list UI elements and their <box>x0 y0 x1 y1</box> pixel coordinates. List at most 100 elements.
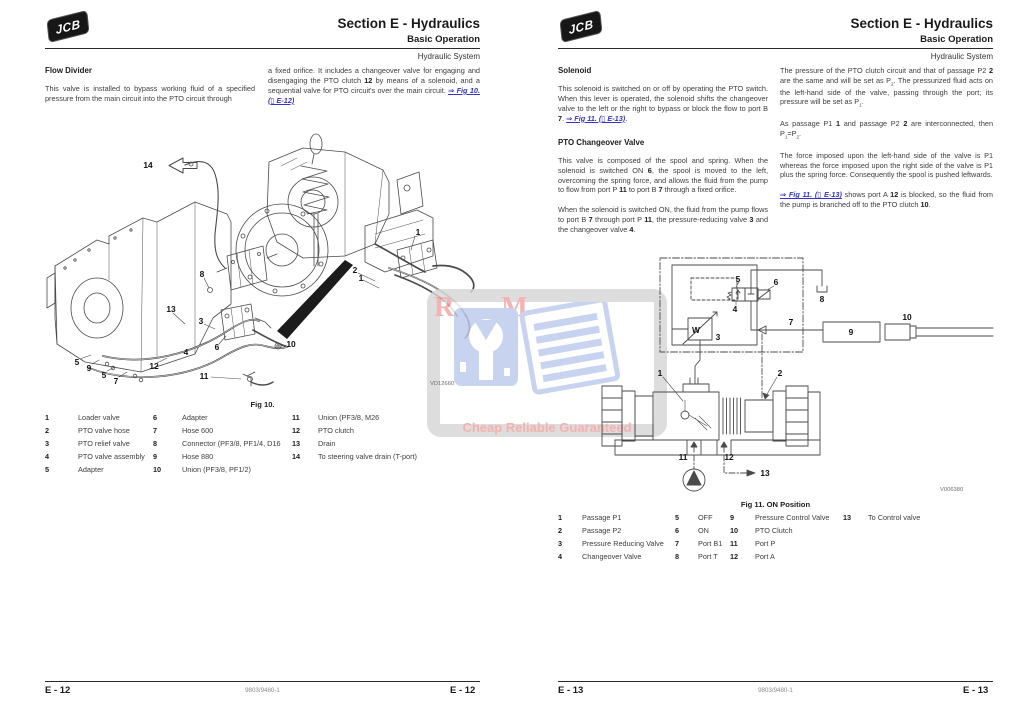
legend-number: 3 <box>558 539 563 548</box>
legend-label: Adapter <box>182 413 208 422</box>
paragraph: This valve is composed of the spool and … <box>558 155 769 195</box>
legend-label: Pressure Control Valve <box>755 513 830 522</box>
legend-number: 7 <box>153 426 158 435</box>
figure-callout-9: 9 <box>848 327 854 337</box>
fig11-caption: Fig 11. ON Position <box>740 500 811 509</box>
text-column: Flow Divider This valve is installed to … <box>45 66 255 114</box>
legend-number: 8 <box>675 552 680 561</box>
footer-rule <box>558 681 993 682</box>
fig11-line-art <box>601 257 994 492</box>
legend-number: 2 <box>45 426 50 435</box>
figure-callout-8: 8 <box>199 269 205 279</box>
legend-number: 12 <box>292 426 301 435</box>
section-title: Section E - Hydraulics <box>850 16 993 31</box>
legend-number: 4 <box>45 452 50 461</box>
figure-callout-7: 7 <box>788 317 794 327</box>
legend-label: PTO valve assembly <box>78 452 145 461</box>
legend-number: 6 <box>675 526 680 535</box>
legend-label: PTO Clutch <box>755 526 793 535</box>
figure-callout-8: 8 <box>819 294 825 304</box>
legend-number: 6 <box>153 413 158 422</box>
legend-number: 5 <box>675 513 680 522</box>
system-title: Hydraulic System <box>930 52 993 61</box>
section-title: Section E - Hydraulics <box>337 16 480 31</box>
fig10-caption: Fig 10. <box>250 400 275 409</box>
legend-label: Connector (PF3/8, PF1/4, D16 <box>182 439 281 448</box>
figure-callout-14: 14 <box>143 160 153 170</box>
legend-label: To steering valve drain (T-port) <box>318 452 417 461</box>
footer-page-number: E - 13 <box>963 685 989 696</box>
figure-callout-11: 11 <box>678 452 688 462</box>
figure-callout-1: 1 <box>657 368 663 378</box>
seller-watermark: R M Cheap Reliable Guaranteed <box>427 289 667 437</box>
legend-label: OFF <box>698 513 713 522</box>
legend-label: PTO relief valve <box>78 439 130 448</box>
figure-callout-9: 9 <box>86 363 92 373</box>
legend-number: 10 <box>730 526 739 535</box>
figure-callout-12: 12 <box>724 452 734 462</box>
text-column: a fixed orifice. It includes a changeove… <box>268 66 480 116</box>
legend-label: PTO clutch <box>318 426 354 435</box>
legend-number: 12 <box>730 552 739 561</box>
legend-label: Hose 880 <box>182 452 214 461</box>
figure-callout-3: 3 <box>715 332 721 342</box>
section-subtitle: Basic Operation <box>407 33 480 45</box>
legend-label: Passage P2 <box>582 526 622 535</box>
paragraph: The force imposed upon the left-hand sid… <box>780 150 993 180</box>
figure-callout-5: 5 <box>735 274 741 284</box>
figure-callout-3: 3 <box>198 316 204 326</box>
legend-number: 5 <box>45 465 50 474</box>
paragraph: ⇒ Fig 11. (▯ E-13) shows port A 12 is bl… <box>780 190 993 210</box>
page-header: Section E - Hydraulics Basic Operation <box>45 16 480 45</box>
figure-callout-5: 5 <box>101 370 107 380</box>
legend-number: 7 <box>675 539 680 548</box>
figure-callout-6: 6 <box>773 277 779 287</box>
footer-publication-code: 9803/9480-1 <box>758 687 793 694</box>
legend-label: Port P <box>755 539 776 548</box>
legend-label: Union (PF3/8, PF1/2) <box>182 465 251 474</box>
legend-number: 10 <box>153 465 162 474</box>
figure-callout-10: 10 <box>286 339 296 349</box>
topic-heading: Solenoid <box>558 66 592 75</box>
cross-reference-link[interactable]: ⇒ Fig 10. (▯ E-12) <box>268 85 480 105</box>
cross-reference-link[interactable]: ⇒ Fig 11. (▯ E-13) <box>566 113 626 123</box>
footer-page-number: E - 12 <box>45 685 71 696</box>
legend-number: 8 <box>153 439 158 448</box>
paragraph: When the solenoid is switched ON, the fl… <box>558 205 769 235</box>
figure-callout-12: 12 <box>149 361 159 371</box>
paragraph: This valve is installed to bypass workin… <box>45 84 255 103</box>
figure-id: VD12660 <box>430 381 455 387</box>
wrench-book-logo-icon <box>454 302 621 395</box>
header-rule <box>558 48 993 49</box>
legend-label: Port B1 <box>698 539 723 548</box>
legend-label: Passage P1 <box>582 513 622 522</box>
text-column: The pressure of the PTO clutch circuit a… <box>780 66 993 220</box>
figure-callout-W: W <box>692 325 700 335</box>
legend-label: Adapter <box>78 465 104 474</box>
topic-heading: Flow Divider <box>45 66 92 75</box>
figure-callout-1: 1 <box>415 227 421 237</box>
legend-number: 11 <box>730 539 738 548</box>
figure-callout-4: 4 <box>183 347 189 357</box>
legend-number: 1 <box>558 513 563 522</box>
legend-number: 14 <box>292 452 301 461</box>
paragraph: As passage P1 1 and passage P2 2 are int… <box>780 119 993 140</box>
legend-number: 2 <box>558 526 563 535</box>
figure-callout-10: 10 <box>902 312 912 322</box>
legend-number: 9 <box>730 513 735 522</box>
page-header: Section E - Hydraulics Basic Operation <box>558 16 993 45</box>
footer-page-number: E - 13 <box>558 685 584 696</box>
legend-number: 3 <box>45 439 50 448</box>
legend-label: Port A <box>755 552 775 561</box>
legend-number: 4 <box>558 552 563 561</box>
paragraph: This solenoid is switched on or off by o… <box>558 84 768 123</box>
topic-heading: PTO Changeover Valve <box>558 137 645 147</box>
section-subtitle: Basic Operation <box>920 33 993 45</box>
figure-callout-7: 7 <box>113 376 119 386</box>
legend-number: 1 <box>45 413 50 422</box>
cross-reference-link[interactable]: ⇒ Fig 11. (▯ E-13) <box>780 190 842 200</box>
